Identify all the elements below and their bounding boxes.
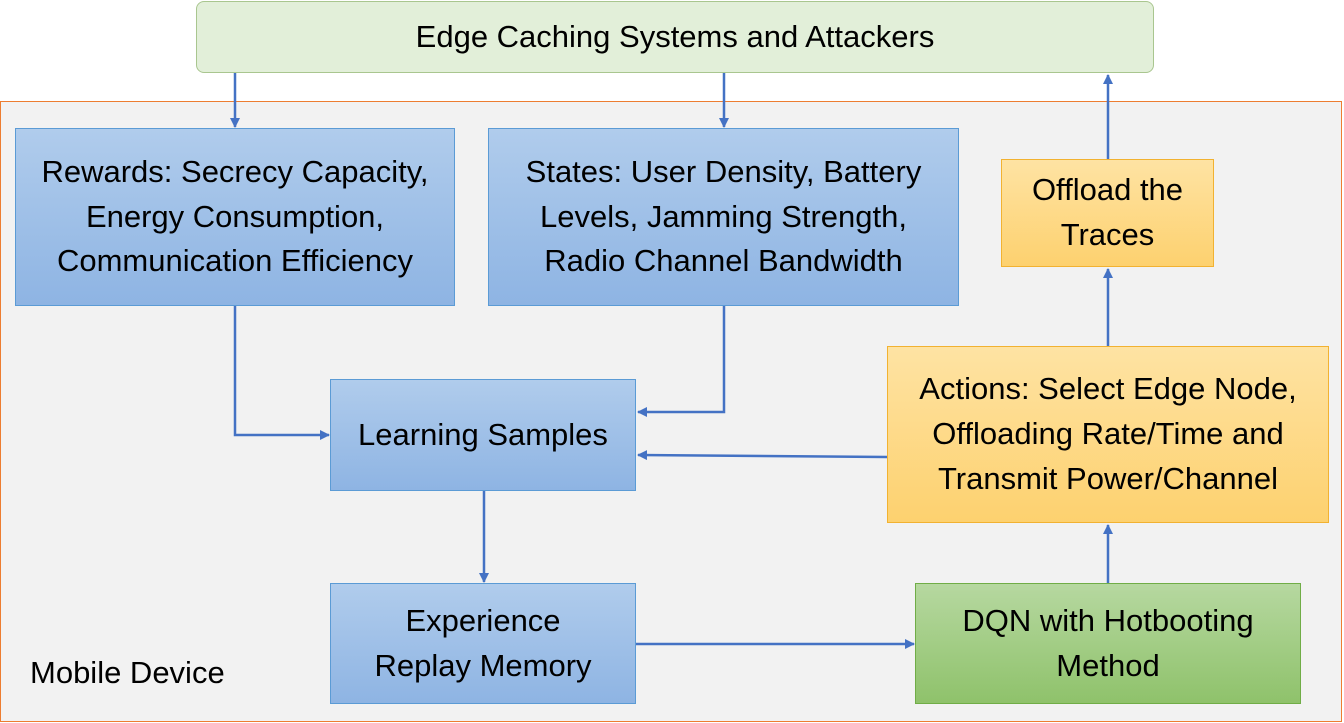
rewards-label: Rewards: Secrecy Capacity, Energy Consum… [41, 153, 429, 279]
rewards-box: Rewards: Secrecy Capacity, Energy Consum… [15, 128, 455, 306]
actions-label: Actions: Select Edge Node, Offloading Ra… [919, 371, 1297, 496]
edge-caching-systems-label: Edge Caching Systems and Attackers [415, 18, 935, 54]
edge-caching-systems-box: Edge Caching Systems and Attackers [196, 1, 1154, 73]
experience-replay-memory-box: Experience Replay Memory [330, 583, 636, 704]
dqn-hotbooting-box: DQN with Hotbooting Method [915, 583, 1301, 704]
experience-replay-memory-label: Experience Replay Memory [374, 602, 592, 683]
arrow-actions-to-learning [637, 450, 888, 461]
mobile-device-label: Mobile Device [30, 655, 225, 690]
actions-box: Actions: Select Edge Node, Offloading Ra… [887, 346, 1329, 523]
offload-traces-box: Offload the Traces [1001, 159, 1214, 267]
states-label: States: User Density, Battery Levels, Ja… [525, 153, 922, 279]
learning-samples-box: Learning Samples [330, 379, 636, 491]
dqn-hotbooting-label: DQN with Hotbooting Method [962, 602, 1254, 683]
offload-traces-label: Offload the Traces [1031, 172, 1184, 252]
arrow-states-to-learning [637, 306, 726, 417]
states-box: States: User Density, Battery Levels, Ja… [488, 128, 959, 306]
learning-samples-label: Learning Samples [358, 416, 608, 452]
arrow-rewards-to-learning [233, 306, 330, 440]
